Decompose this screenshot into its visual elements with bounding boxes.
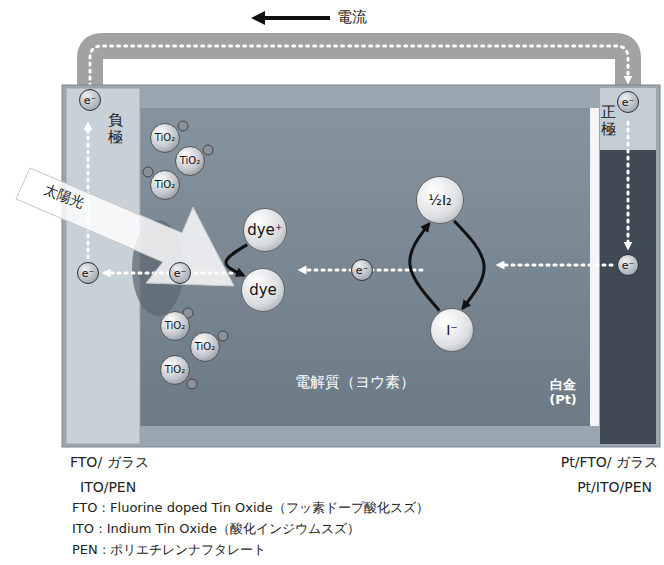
cathode-top [600,88,656,150]
electron-circle: e⁻ [169,262,191,284]
cell-frame [62,85,660,447]
sunlight-label: 太陽光 [42,181,87,212]
tio2-particle: TiO₂ [150,123,180,153]
material-label: ITO/PEN [80,479,136,495]
material-label: FTO/ ガラス [70,454,149,470]
electron-circle: e⁻ [617,254,639,276]
reaction-arrow [226,245,247,276]
node-text: ½I₂ [428,193,451,207]
tio2-particle: TiO₂ [190,332,220,362]
node-text: TiO₂ [165,321,185,331]
current-arrow [258,16,330,20]
material-label: Pt/ITO/PEN [577,479,652,495]
note-text: ITO : Indium Tin Oxide（酸化インジウムスズ） [72,522,360,537]
node-text: dye [249,283,277,298]
tio2-particle: TiO₂ [160,355,190,385]
note-text: PEN : ポリエチレンナフタレート [72,543,266,558]
anode-glass [66,88,140,444]
material-label: Pt/FTO/ ガラス [561,454,658,470]
node-text: TiO₂ [165,365,185,375]
iodine-species: I⁻ [430,308,474,352]
electrode-label: 正極 [601,104,616,137]
electrode-label: 負極 [108,112,123,145]
node-text: e⁻ [356,265,369,276]
dye-molecule: dye⁺ [243,208,287,252]
sunlight-arrow [16,168,234,286]
current-label: 電流 [337,9,367,26]
node-text: e⁻ [622,260,635,271]
node-text: e⁻ [82,268,95,279]
node-text: e⁻ [174,268,187,279]
node-text: e⁻ [622,97,635,108]
node-text: I⁻ [446,323,458,337]
reaction-arrow [410,224,440,311]
platinum-label: 白金 (Pt) [541,378,585,408]
electrolyte-label: 電解質（ヨウ素） [295,374,415,391]
tio2-particle: TiO₂ [150,170,180,200]
electron-circle: e⁻ [79,89,101,111]
tio2-particle: TiO₂ [175,146,205,176]
platinum-layer [590,108,599,426]
iodine-species: ½I₂ [416,176,464,224]
node-text: TiO₂ [195,342,215,352]
tio2-particle: TiO₂ [160,311,190,341]
node-text: TiO₂ [155,133,175,143]
electron-circle: e⁻ [77,262,99,284]
electron-path [90,46,628,86]
dye-molecule: dye [241,268,285,312]
node-text: TiO₂ [155,180,175,190]
node-text: dye⁺ [247,223,283,238]
note-text: FTO : Fluorine doped Tin Oxide（フッ素ドープ酸化ス… [72,501,429,516]
electron-circle: e⁻ [617,91,639,113]
node-text: TiO₂ [180,156,200,166]
electron-circle: e⁻ [351,259,373,281]
reaction-arrow [454,221,484,309]
node-text: e⁻ [84,95,97,106]
